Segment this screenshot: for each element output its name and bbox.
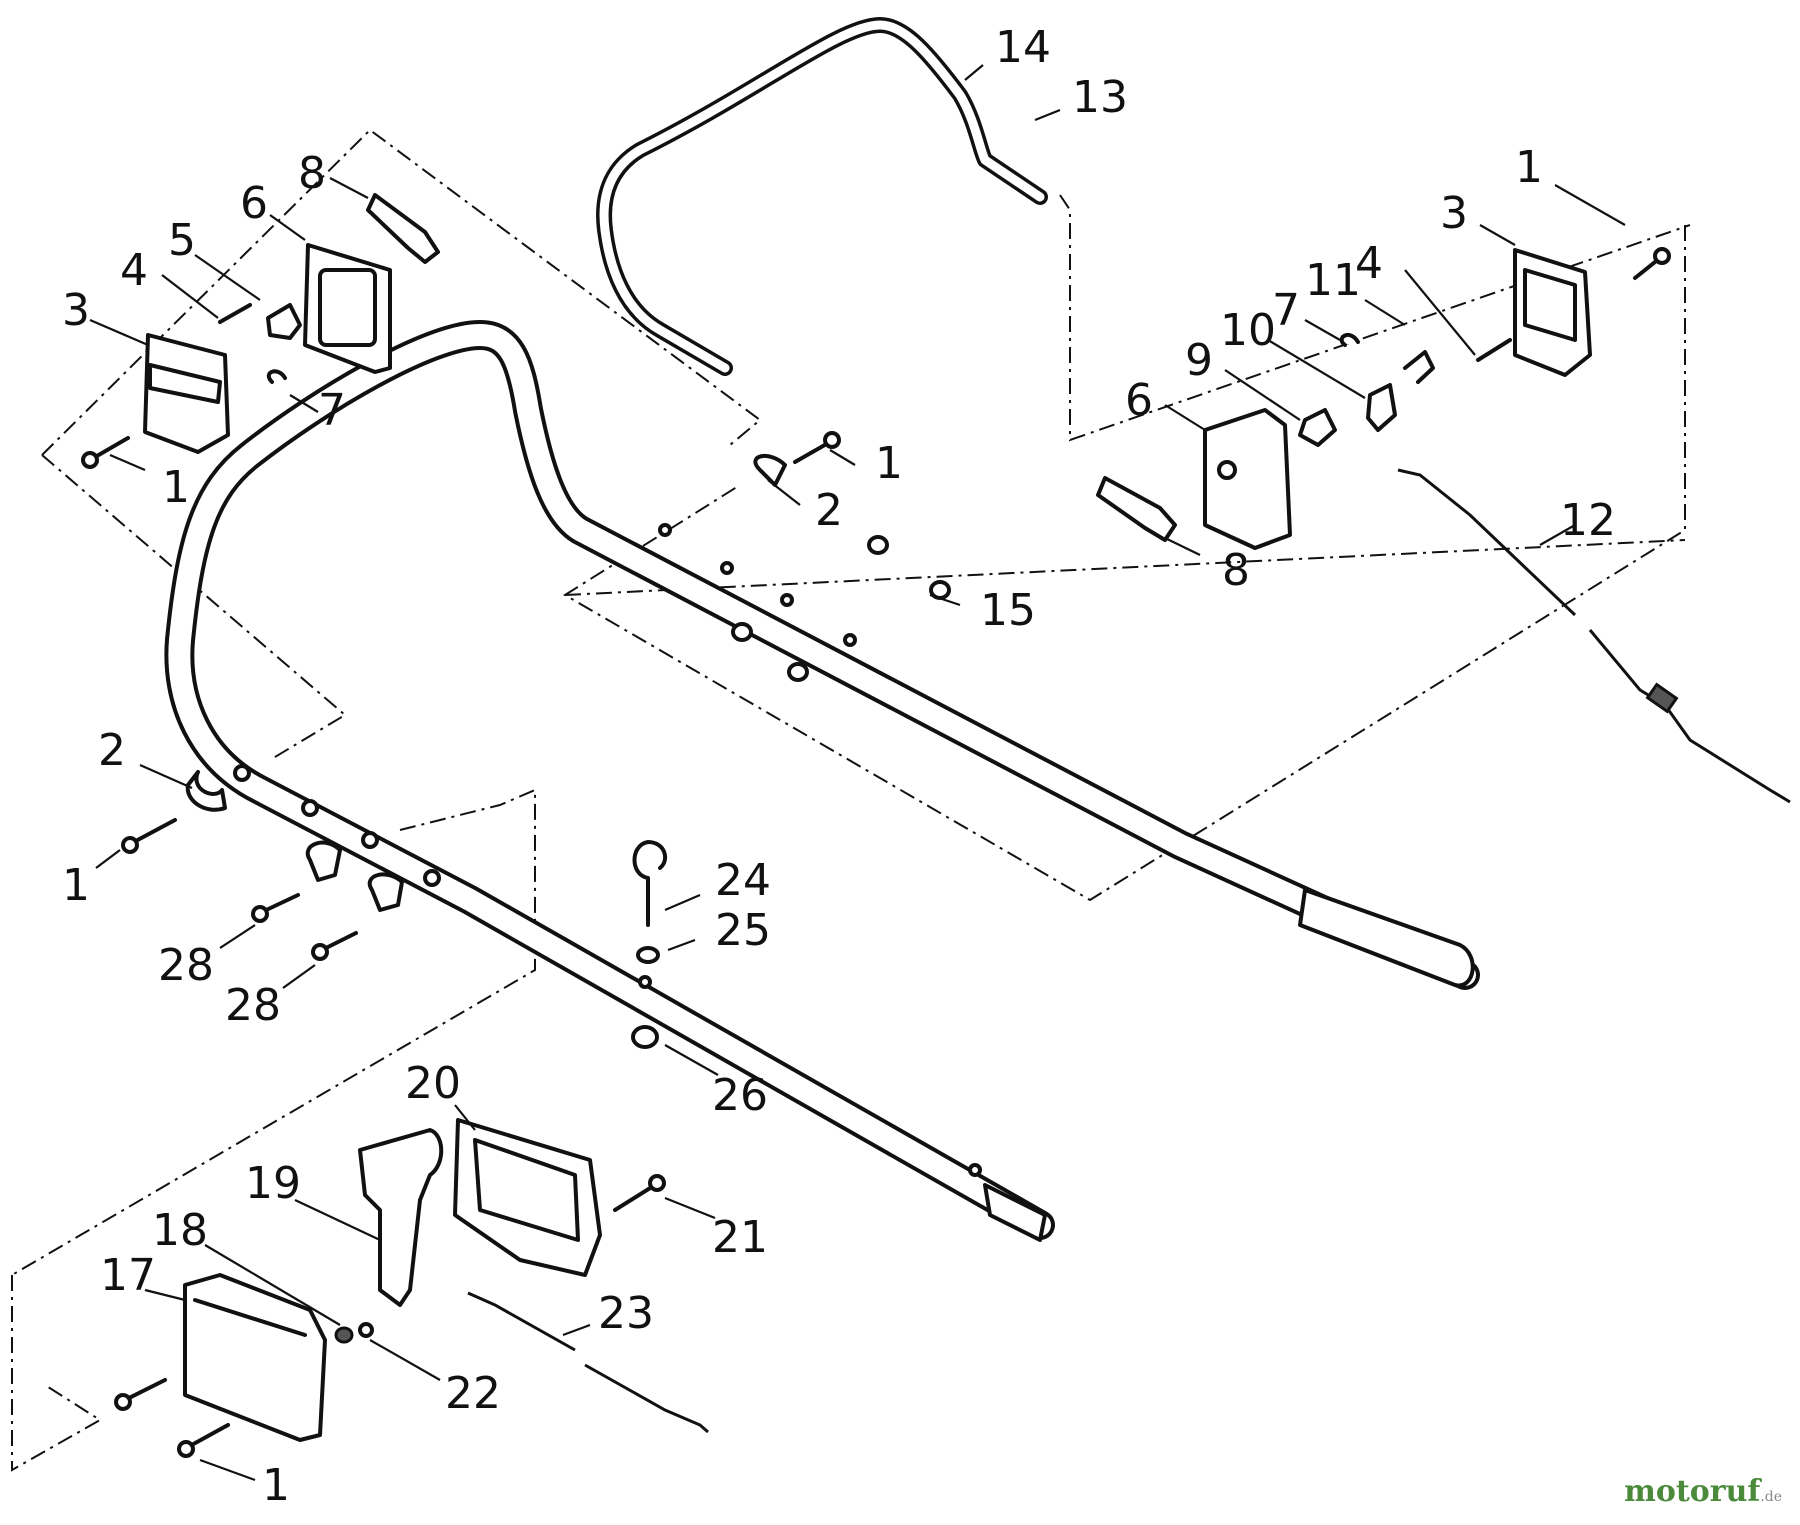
callout-13: 13 xyxy=(1072,72,1128,123)
callout-3-left: 3 xyxy=(62,285,90,336)
callout-11: 11 xyxy=(1305,255,1361,306)
callout-10: 10 xyxy=(1220,305,1276,356)
pin-4-right xyxy=(1476,338,1512,362)
screw-21 xyxy=(613,1183,657,1212)
cable-12 xyxy=(1397,468,1577,617)
housing-6-right xyxy=(1203,408,1292,550)
cable-23-lower xyxy=(584,1363,709,1434)
callout-17: 17 xyxy=(100,1250,156,1301)
callout-6-right: 6 xyxy=(1125,375,1153,426)
bushing-5 xyxy=(266,303,302,340)
clamp-28b xyxy=(367,872,404,912)
clip-11 xyxy=(1403,350,1435,384)
outline-top-rod xyxy=(1059,194,1691,442)
nut-9 xyxy=(1298,408,1337,447)
callout-8-left: 8 xyxy=(298,148,326,199)
bail-rod xyxy=(596,17,1048,376)
eye-bolt-24 xyxy=(632,840,668,927)
callout-14: 14 xyxy=(995,22,1051,73)
callout-25: 25 xyxy=(715,905,771,956)
watermark-tld: .de xyxy=(1760,1489,1782,1505)
throttle-lever-19 xyxy=(358,1128,444,1307)
handle-end-bottom xyxy=(983,1183,1047,1242)
throttle-assembly xyxy=(114,1118,709,1458)
callout-23: 23 xyxy=(598,1288,654,1339)
screw-1-center xyxy=(793,440,832,464)
callout-28a: 28 xyxy=(158,940,214,991)
callout-1-right: 1 xyxy=(1515,142,1543,193)
callout-28b: 28 xyxy=(225,980,281,1031)
plug-15d xyxy=(787,662,809,682)
callout-26: 26 xyxy=(712,1070,768,1121)
clamp-2-lower xyxy=(185,770,227,812)
callout-5: 5 xyxy=(168,215,196,266)
callout-1-bottom: 1 xyxy=(262,1460,290,1511)
screw-1-lower xyxy=(130,818,177,845)
clip-7-right xyxy=(1339,332,1360,347)
callout-6-left: 6 xyxy=(240,178,268,229)
outline-clamps xyxy=(11,788,536,1276)
nut-18 xyxy=(334,1326,354,1344)
assembly-outlines xyxy=(11,128,1691,1472)
screw-1-bottom-b xyxy=(186,1423,230,1449)
leader-lines xyxy=(89,64,1626,1482)
callout-2-center: 2 xyxy=(815,485,843,536)
callout-7-left: 7 xyxy=(318,385,346,436)
outline-bottom-left xyxy=(11,1275,102,1472)
callout-4-left: 4 xyxy=(120,245,148,296)
plug-15c xyxy=(731,622,753,642)
callout-8-right: 8 xyxy=(1222,545,1250,596)
callout-4-right: 4 xyxy=(1355,238,1383,289)
callout-19: 19 xyxy=(245,1158,301,1209)
left-control-assembly xyxy=(81,193,440,469)
handle-end-right xyxy=(1298,888,1475,988)
outline-left-control xyxy=(41,128,762,456)
outline-center-pins xyxy=(564,539,1686,596)
callout-1-center: 1 xyxy=(875,438,903,489)
clamp-2-top xyxy=(753,453,787,487)
plug-15a xyxy=(867,535,889,555)
callout-21: 21 xyxy=(712,1212,768,1263)
callout-7-right: 7 xyxy=(1272,285,1300,336)
callout-12: 12 xyxy=(1560,495,1616,546)
center-hardware xyxy=(731,431,951,682)
outline-left-tube xyxy=(41,454,347,761)
callout-1-left: 1 xyxy=(162,462,190,513)
clip-7-left xyxy=(266,369,287,384)
cable-12-lower xyxy=(1588,629,1791,804)
cable-23 xyxy=(467,1291,576,1352)
screw-1-bottom-a xyxy=(123,1378,167,1402)
clamp-28a xyxy=(305,840,342,882)
callout-15: 15 xyxy=(980,585,1036,636)
left-lower-hardware xyxy=(121,770,404,961)
callout-2-lower: 2 xyxy=(98,725,126,776)
lever-8-right xyxy=(1096,476,1177,542)
main-handle xyxy=(164,320,1480,1242)
callout-20: 20 xyxy=(405,1058,461,1109)
callout-labels: 14 13 8 6 5 4 3 7 1 1 2 1 3 11 4 7 10 9 … xyxy=(62,22,1616,1511)
screw-28a xyxy=(260,893,300,914)
lever-8-left xyxy=(366,193,440,264)
handle-holes xyxy=(233,523,982,1177)
callout-24: 24 xyxy=(715,855,771,906)
nut-26 xyxy=(631,1025,659,1049)
callout-22: 22 xyxy=(445,1368,501,1419)
right-control-assembly xyxy=(1096,247,1791,804)
callout-9: 9 xyxy=(1185,335,1213,386)
washer-22 xyxy=(358,1322,374,1338)
watermark-brand: motoruf xyxy=(1624,1474,1761,1509)
throttle-cover-17 xyxy=(183,1273,327,1442)
callout-3-right: 3 xyxy=(1440,188,1468,239)
hook-hardware xyxy=(631,840,668,1049)
screw-28b xyxy=(320,931,358,952)
washer-25 xyxy=(636,946,660,964)
brand-watermark: motoruf.de xyxy=(1624,1474,1782,1509)
callout-1-lower: 1 xyxy=(62,860,90,911)
plate-10 xyxy=(1366,383,1397,432)
pin-4-left xyxy=(218,303,252,324)
callout-18: 18 xyxy=(152,1205,208,1256)
